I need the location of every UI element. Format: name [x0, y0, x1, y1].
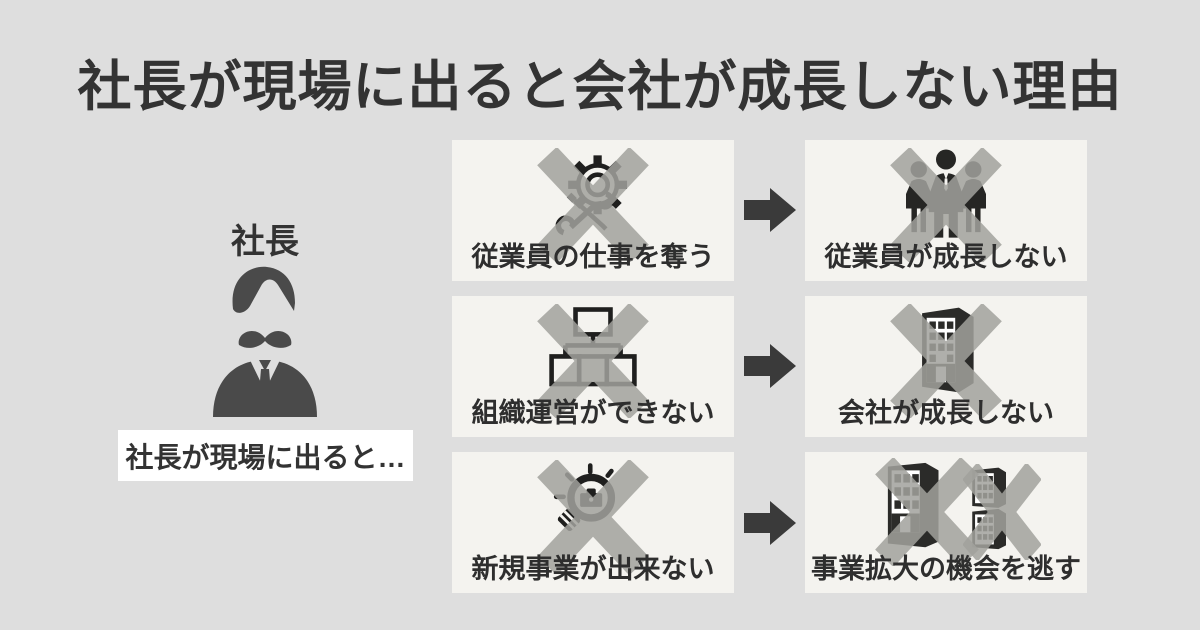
effect-box-row2: 会社が成長しない [805, 296, 1087, 437]
effect-box-row3: 事業拡大の機会を逃す [805, 452, 1087, 593]
effect-label-row2: 会社が成長しない [838, 398, 1054, 428]
effect-label-row3: 事業拡大の機会を逃す [811, 554, 1081, 584]
cause-label-row2: 組織運営ができない [471, 398, 715, 428]
cause-box-row3: 新規事業が出来ない [452, 452, 734, 593]
page-title: 社長が現場に出ると会社が成長しない理由 [77, 57, 1123, 117]
cause-label-row1: 従業員の仕事を奪う [471, 242, 715, 272]
president-caption-box: 社長が現場に出ると… [118, 430, 413, 481]
office-building-icon [805, 302, 1087, 398]
effect-label-row1: 従業員が成長しない [824, 242, 1068, 272]
effect-box-row1: 従業員が成長しない [805, 140, 1087, 281]
idea-bulb-icon [452, 458, 734, 554]
arrow-right-icon [744, 501, 796, 545]
arrow-right-icon [744, 188, 796, 232]
cause-label-row3: 新規事業が出来ない [471, 554, 715, 584]
president-caption-text: 社長が現場に出ると… [125, 441, 406, 473]
buildings-expansion-icon [805, 458, 1087, 554]
cause-box-row2: 組織運営ができない [452, 296, 734, 437]
arrow-right-icon [744, 344, 796, 388]
employees-icon [805, 146, 1087, 242]
gear-tools-icon [452, 146, 734, 242]
president-label: 社長 [231, 223, 299, 261]
cause-box-row1: 従業員の仕事を奪う [452, 140, 734, 281]
president-icon [205, 258, 325, 420]
org-chart-icon [452, 302, 734, 398]
